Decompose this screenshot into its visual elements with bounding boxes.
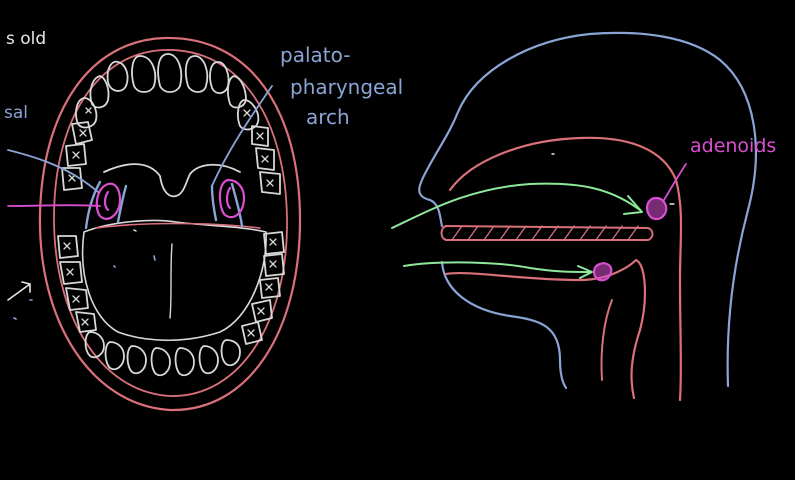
jaw-neck-outline — [440, 260, 568, 390]
upper-teeth — [61, 53, 281, 195]
palatine-arches — [84, 180, 244, 230]
left-dots — [13, 255, 156, 320]
adenoids-label: adenoids — [690, 135, 776, 157]
throat-back-line — [600, 299, 613, 381]
outer-lip-outline — [38, 36, 302, 412]
adenoids-pointer-line — [663, 163, 687, 201]
hard-palate-hatching — [451, 225, 639, 241]
left-pointer-line-magenta — [7, 204, 101, 207]
oral-cavity-tongue — [444, 258, 647, 400]
tongue-outline — [81, 219, 267, 342]
sagittal-head-drawing — [133, 31, 757, 402]
lower-molar-crosses — [63, 238, 277, 337]
partial-label-top-left: s old — [6, 29, 46, 49]
lingual-tonsil — [592, 262, 613, 282]
hard-palate — [440, 225, 654, 241]
open-mouth-drawing — [7, 36, 302, 412]
palatopharyngeal-label-line2: pharyngeal — [290, 75, 403, 99]
head-profile-outline — [418, 31, 757, 388]
soft-palate-uvula — [103, 163, 241, 198]
palatine-tonsils — [95, 178, 246, 220]
inner-lip-outline — [53, 49, 288, 397]
nasal-airflow-arrow — [391, 182, 643, 229]
palato-pointer-line — [211, 85, 273, 187]
partial-label-left: sal — [4, 103, 28, 123]
palatopharyngeal-label-line1: palato- — [280, 43, 350, 67]
tongue-midline — [169, 243, 173, 319]
left-pointer-line-blue — [7, 149, 99, 193]
left-arrow-scribble — [7, 281, 31, 301]
small-marks — [133, 153, 675, 232]
lower-teeth — [57, 231, 285, 377]
oral-airflow-arrow — [403, 261, 593, 279]
adenoid-tonsil — [646, 196, 668, 221]
palatopharyngeal-label-line3: arch — [306, 105, 350, 129]
upper-molar-crosses — [68, 107, 274, 187]
